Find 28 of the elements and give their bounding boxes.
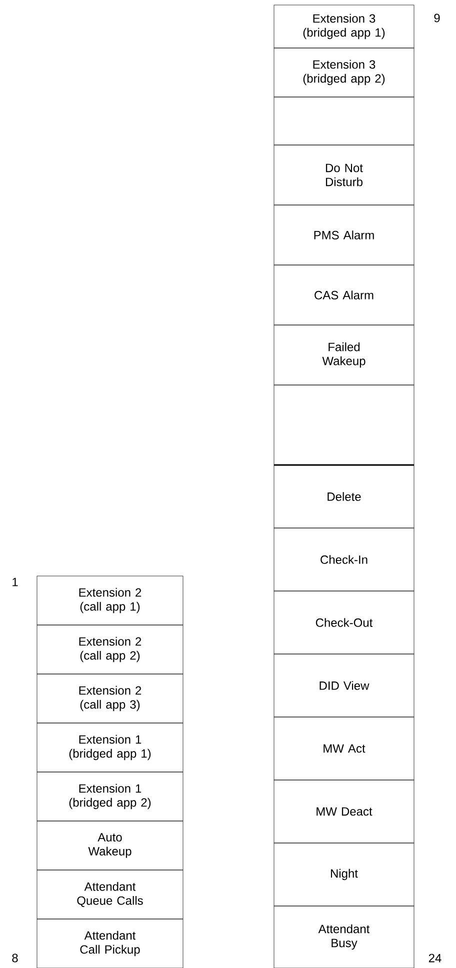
menu-cell: Attendant Busy (274, 906, 414, 968)
row-number: 24 (428, 954, 442, 962)
menu-cell: DID View (274, 654, 414, 718)
menu-cell: Extension 3 (bridged app 2) (274, 48, 414, 98)
menu-cell: Check-In (274, 528, 414, 592)
row-number: 1 (12, 578, 18, 586)
menu-cell: Check-Out (274, 590, 414, 654)
row-number: 8 (12, 954, 18, 962)
menu-cell: Extension 1 (bridged app 1) (36, 722, 184, 772)
menu-cell: MW Deact (274, 780, 414, 844)
menu-cell: Do Not Disturb (274, 144, 414, 206)
menu-cell: Auto Wakeup (36, 820, 184, 870)
row-number: 9 (434, 14, 440, 22)
empty-cell (274, 96, 414, 146)
menu-cell: Extension 1 (bridged app 2) (36, 772, 184, 822)
menu-cell: Attendant Queue Calls (36, 870, 184, 920)
menu-cell: Extension 2 (call app 3) (36, 674, 184, 724)
menu-cell: Failed Wakeup (274, 324, 414, 386)
menu-cell: Attendant Call Pickup (36, 918, 184, 968)
menu-cell: Extension 2 (call app 2) (36, 624, 184, 674)
empty-cell (274, 384, 414, 466)
menu-cell: CAS Alarm (274, 264, 414, 326)
menu-cell: PMS Alarm (274, 204, 414, 266)
menu-cell: Delete (274, 464, 414, 528)
menu-cell: Extension 2 (call app 1) (36, 576, 184, 626)
menu-cell: Night (274, 842, 414, 906)
menu-cell: Extension 3 (bridged app 1) (274, 4, 414, 48)
menu-cell: MW Act (274, 716, 414, 780)
